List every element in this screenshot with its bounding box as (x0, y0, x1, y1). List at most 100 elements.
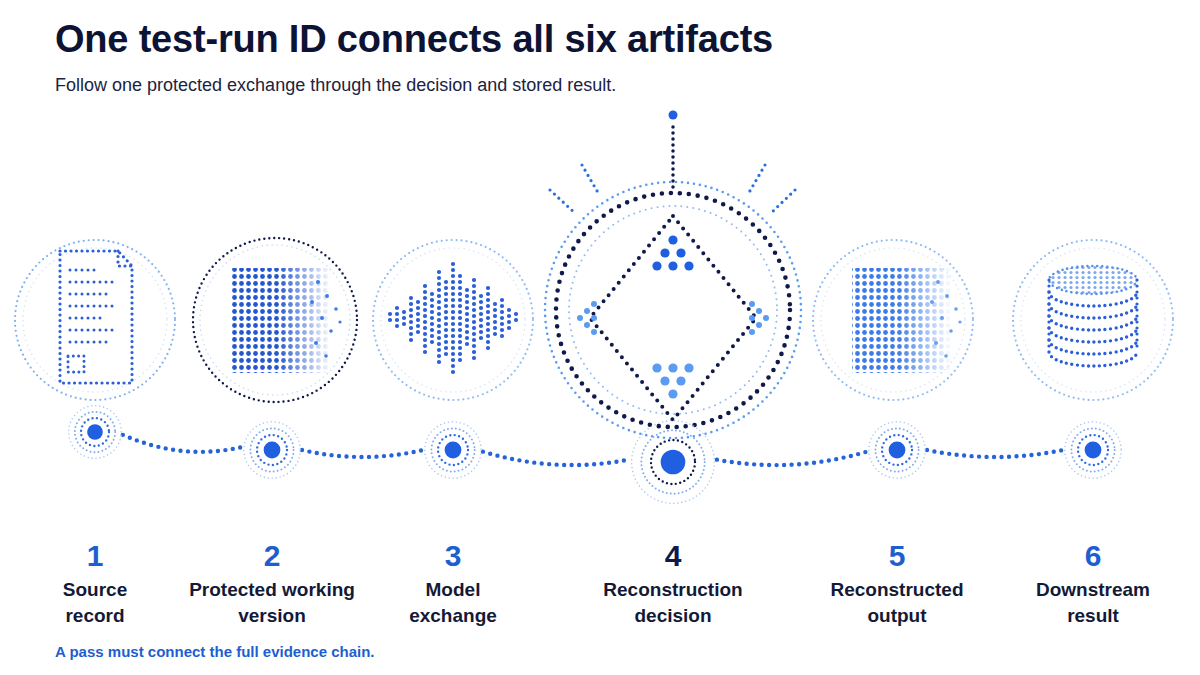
ray-line (550, 165, 795, 214)
marker-ring (869, 422, 925, 478)
page-box (68, 356, 84, 372)
marker-ring (1071, 428, 1114, 471)
stage-label: Protected working version (182, 577, 362, 629)
halo-ring (813, 240, 973, 400)
stage-caption: 1Source record (45, 538, 145, 629)
footnote: A pass must connect the full evidence ch… (55, 641, 375, 663)
marker-ring (244, 422, 300, 478)
halo-ring (200, 245, 350, 395)
stage-caption: 5Reconstructed output (817, 538, 977, 629)
cylinder-top (1049, 266, 1137, 294)
marker-ring (69, 406, 122, 459)
marker-ring (1078, 435, 1108, 465)
halo-ring (381, 248, 525, 392)
wave-bars (390, 264, 516, 376)
scatter-dots (310, 280, 342, 358)
diagram-title: One test-run ID connects all six artifac… (55, 16, 773, 62)
stage-node: 3Model exchange (423, 420, 483, 480)
diamond-outline (590, 216, 756, 420)
stage-label: Downstream result (1023, 577, 1163, 629)
stage-node: 4Reconstruction decision (629, 418, 717, 506)
callout-number: 5 (817, 538, 977, 574)
dissolve-icon (813, 240, 973, 400)
marker-ring (431, 428, 474, 471)
marker-dot (264, 442, 281, 459)
diagram-subtitle: Follow one protected exchange through th… (55, 73, 616, 97)
halo-ring (23, 248, 167, 392)
stage-label: Reconstruction decision (593, 577, 753, 629)
marker-ring (250, 428, 293, 471)
callout-number: 4 (593, 538, 753, 574)
marker-ring (425, 422, 481, 478)
stage-node: 2Protected working version (242, 420, 302, 480)
stage-caption: 2Protected working version (182, 538, 362, 629)
stage-caption: 3Model exchange (398, 538, 508, 629)
halo-ring (569, 206, 777, 414)
decision-icon (545, 111, 801, 439)
stage-label: Reconstructed output (817, 577, 977, 629)
dotted-connector (717, 452, 867, 465)
halo-ring (373, 240, 533, 400)
scatter-dots (930, 280, 962, 358)
waveform-icon (373, 240, 533, 400)
marker-ring (875, 428, 918, 471)
halo-ring (1013, 240, 1173, 400)
page-lines (70, 270, 118, 342)
node-marker (423, 420, 483, 480)
marker-ring (632, 421, 715, 504)
dotted-connector (123, 435, 242, 452)
halo-ring (556, 193, 790, 427)
stage-label: Model exchange (398, 577, 508, 629)
cylinder-sides (1049, 280, 1137, 352)
ray-dot (669, 111, 678, 120)
node-marker (242, 420, 302, 480)
halo-ring (15, 240, 175, 400)
page-fold (118, 251, 132, 266)
marker-ring (651, 440, 695, 484)
callout-number: 3 (398, 538, 508, 574)
node-marker (1063, 420, 1123, 480)
dot-grid (232, 268, 332, 373)
marker-dot (445, 442, 462, 459)
dot-grid (852, 268, 952, 373)
marker-ring (257, 435, 287, 465)
stage-node: 6Downstream result (1063, 420, 1123, 480)
marker-dot (661, 450, 686, 475)
cylinder-rings (1049, 292, 1137, 366)
stage-caption: 6Downstream result (1023, 538, 1163, 629)
stage-node: 5Reconstructed output (867, 420, 927, 480)
marker-dot (1085, 442, 1102, 459)
dot-triangle (652, 363, 693, 398)
marker-dot (889, 442, 906, 459)
marker-dot (87, 424, 103, 440)
ray-line (671, 127, 675, 188)
dotted-connector (483, 452, 629, 465)
dotted-connector (927, 450, 1063, 457)
stage-node: 1Source record (67, 404, 123, 460)
marker-ring (641, 430, 704, 493)
halo-ring (1021, 248, 1165, 392)
dissolve-icon (193, 238, 357, 402)
marker-ring (81, 418, 109, 446)
node-marker (629, 418, 717, 506)
callout-number: 2 (182, 538, 362, 574)
database-icon (1013, 240, 1173, 400)
dot-triangle (652, 235, 693, 270)
dot-chevron (577, 301, 769, 335)
node-marker (867, 420, 927, 480)
stage-caption: 4Reconstruction decision (593, 538, 753, 629)
callout-number: 6 (1023, 538, 1163, 574)
halo-ring (821, 248, 965, 392)
halo-ring (545, 182, 801, 438)
node-marker (67, 404, 123, 460)
marker-ring (1065, 422, 1121, 478)
page-outline (60, 251, 132, 383)
halo-ring (193, 238, 357, 402)
marker-ring (882, 435, 912, 465)
callout-number: 1 (45, 538, 145, 574)
document-icon (15, 240, 175, 400)
dotted-connector (302, 450, 423, 457)
marker-ring (438, 435, 468, 465)
